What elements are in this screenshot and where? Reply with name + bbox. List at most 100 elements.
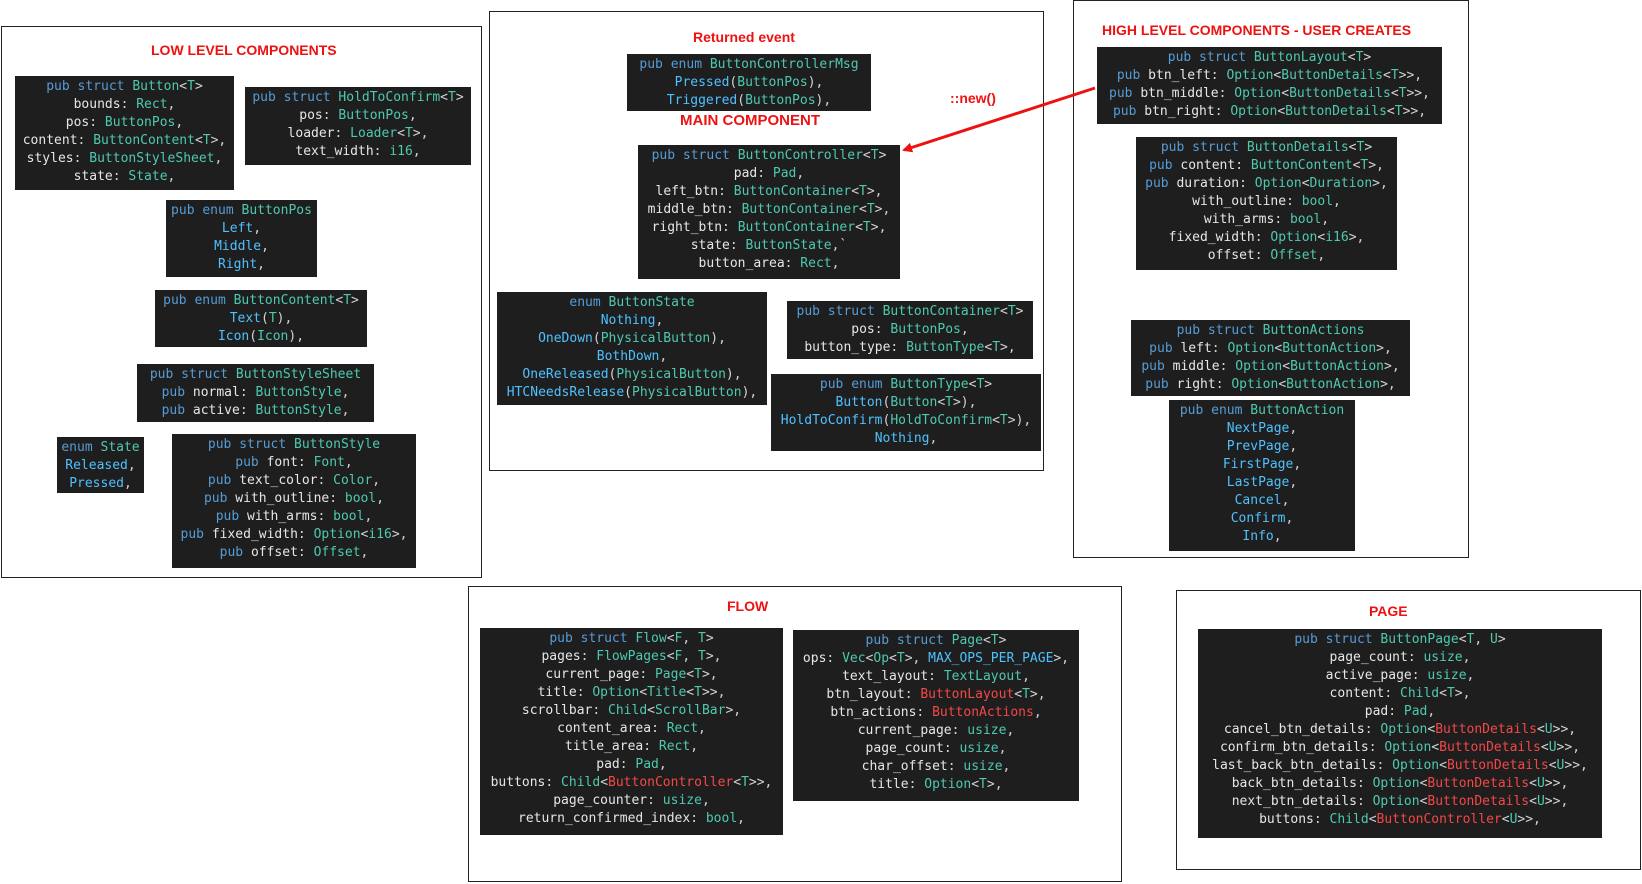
code-token: pos (299, 108, 323, 123)
code-line: buttons: Child<ButtonController<T>>, (480, 774, 783, 792)
code-token: pub (1145, 176, 1177, 191)
hold-to-confirm-block: pub struct HoldToConfirm<T>pos: ButtonPo… (245, 87, 471, 165)
code-token: bounds (73, 97, 121, 112)
code-token: page_counter (553, 793, 648, 808)
code-token: ButtonContent (1250, 158, 1353, 173)
code-token: pub (1112, 104, 1145, 119)
code-line: pub struct ButtonPage<T, U> (1198, 631, 1602, 649)
code-token: ButtonContent (93, 133, 195, 148)
code-line: pub btn_right: Option<ButtonDetails<T>>, (1097, 103, 1442, 121)
code-token: >, (1029, 687, 1046, 702)
code-token: return_confirmed_index (518, 811, 691, 826)
code-token: : (1215, 377, 1232, 392)
code-token: : (239, 403, 256, 418)
code-token: < (1273, 68, 1282, 83)
code-token: , (214, 151, 223, 166)
code-token: , (167, 169, 176, 184)
code-line: cancel_btn_details: Option<ButtonDetails… (1198, 721, 1602, 739)
code-token: > (351, 293, 359, 308)
code-token: , (1006, 723, 1015, 738)
code-token: ButtonContent (233, 293, 336, 308)
code-token: ScrollBar (654, 703, 726, 718)
code-token: ), (815, 93, 832, 108)
code-token: bool (705, 811, 738, 826)
code-token: Option (313, 527, 361, 542)
code-token: ButtonStyle (255, 385, 342, 400)
code-token: : (1214, 104, 1231, 119)
code-token: ), (288, 329, 305, 344)
code-token: : (317, 473, 334, 488)
code-token: ButtonActions (932, 705, 1034, 720)
code-token: pub (207, 473, 240, 488)
code-token: ButtonContainer (741, 202, 860, 217)
code-line: pub enum ButtonType<T> (771, 376, 1041, 394)
code-token: ), (725, 367, 742, 382)
code-token: : (576, 685, 593, 700)
code-token: ButtonDetails (1446, 758, 1549, 773)
code-token: , (658, 757, 667, 772)
code-line: pub active: ButtonStyle, (137, 402, 374, 420)
code-token: OneReleased (522, 367, 609, 382)
code-token: Middle (214, 239, 262, 254)
code-token: T (896, 651, 905, 666)
code-token: : (77, 133, 94, 148)
code-token: , (1289, 439, 1298, 454)
code-token: Child (608, 703, 648, 718)
code-token: ButtonControllerMsg (709, 57, 859, 72)
code-line: pub enum ButtonPos (166, 202, 317, 220)
code-token: T (990, 633, 999, 648)
code-token: , (1317, 248, 1326, 263)
code-token: ButtonDetails (1289, 86, 1391, 101)
code-token: pub struct (207, 437, 294, 452)
code-line: title_area: Rect, (480, 738, 783, 756)
code-token: , (1273, 529, 1282, 544)
code-token: pub (161, 385, 193, 400)
code-line: pad: Pad, (638, 165, 900, 183)
code-token: T (862, 220, 871, 235)
code-token: >, (866, 184, 883, 199)
code-token: Offset (313, 545, 361, 560)
code-token: U (1548, 740, 1557, 755)
code-token: >, (986, 777, 1003, 792)
code-line: button_type: ButtonType<T>, (787, 339, 1033, 357)
code-line: back_btn_details: Option<ButtonDetails<U… (1198, 775, 1602, 793)
code-token: >, (1368, 158, 1384, 173)
code-token: normal (192, 385, 240, 400)
code-line: Nothing, (497, 312, 767, 330)
code-token: pub (215, 509, 248, 524)
code-token: T (694, 685, 702, 700)
code-line: pub enum ButtonAction (1169, 402, 1355, 420)
code-token: content_area (557, 721, 652, 736)
code-token: : (89, 115, 105, 130)
code-token: confirm_btn_details (1219, 740, 1369, 755)
button-details-block: pub struct ButtonDetails<T>pub content: … (1136, 137, 1397, 270)
code-token: : (757, 166, 773, 181)
code-line: page_count: usize, (793, 740, 1079, 758)
code-token: usize (963, 759, 1003, 774)
code-token: ButtonController (608, 775, 734, 790)
code-token: Triggered (666, 93, 738, 108)
code-token: left (1180, 341, 1212, 356)
code-token: NextPage (1226, 421, 1290, 436)
code-token: ButtonStyle (294, 437, 381, 452)
code-token: pub struct (1176, 323, 1263, 338)
code-token: >, (1053, 651, 1070, 666)
button-struct-block: pub struct Button<T>bounds: Rect,pos: Bu… (15, 76, 234, 190)
code-line: Left, (166, 220, 317, 238)
code-token: , (737, 811, 745, 826)
code-token: T (698, 631, 706, 646)
flow-struct-block: pub struct Flow<F, T>pages: FlowPages<F,… (480, 628, 783, 835)
code-token: U (1490, 632, 1498, 647)
code-token: : (297, 455, 314, 470)
code-token: >, (874, 202, 891, 217)
code-token: page_count (865, 741, 944, 756)
code-line: pub offset: Offset, (172, 544, 416, 562)
code-token: right (1176, 377, 1216, 392)
code-token: current_page (857, 723, 952, 738)
code-token: F (674, 631, 683, 646)
code-token: < (1536, 722, 1545, 737)
code-token: ButtonType (906, 340, 985, 355)
code-token: >>, (1398, 68, 1423, 83)
code-token: >, (1372, 176, 1388, 191)
code-token: ButtonContainer (882, 304, 1000, 319)
